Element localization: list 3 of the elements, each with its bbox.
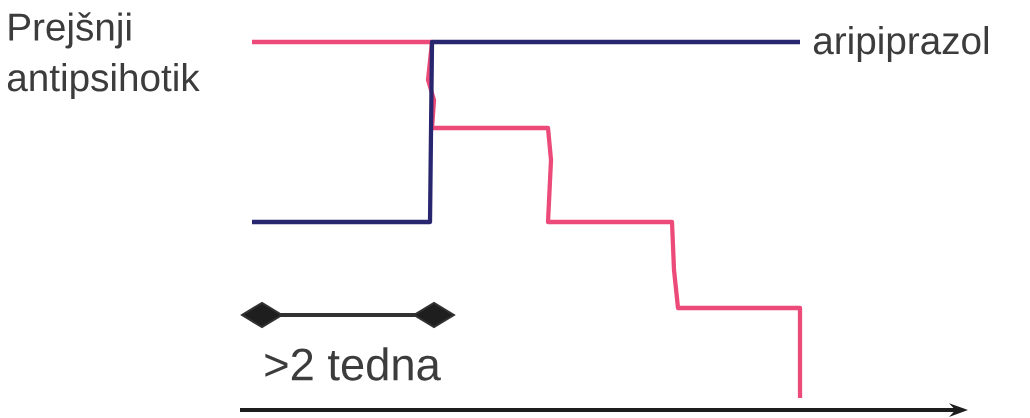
drug-label: Prejšnji antipsihotik bbox=[7, 12, 200, 100]
drug-label: aripiprazol bbox=[813, 26, 989, 63]
interval-label: >2 tedna bbox=[265, 347, 441, 381]
